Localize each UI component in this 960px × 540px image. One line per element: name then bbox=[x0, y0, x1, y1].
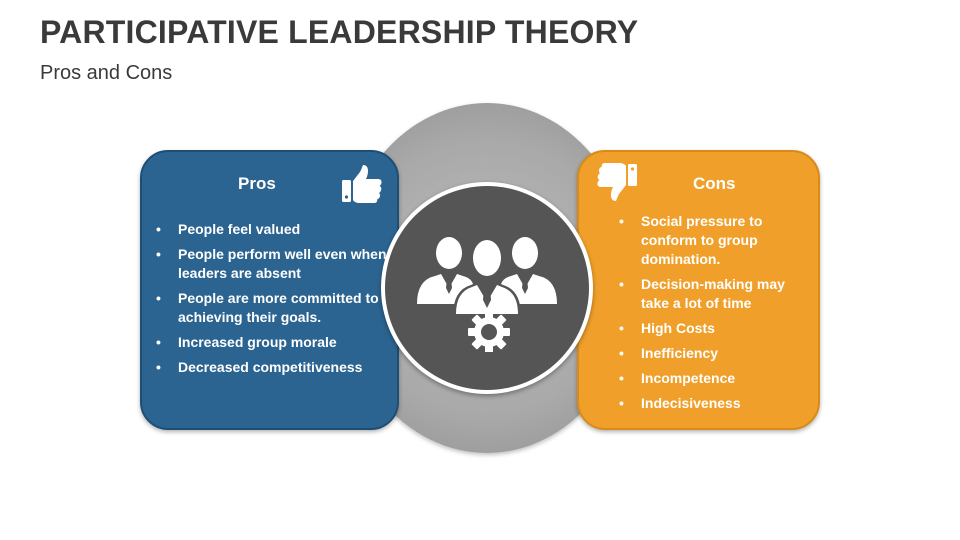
list-item: People are more committed to achieving t… bbox=[154, 289, 394, 327]
pros-list: People feel valued People perform well e… bbox=[154, 220, 394, 383]
list-item: Increased group morale bbox=[154, 333, 394, 352]
cons-panel: Cons Social pressure to conform to group… bbox=[577, 150, 820, 430]
list-item: Indecisiveness bbox=[617, 394, 813, 413]
team-gear-icon bbox=[417, 237, 557, 352]
pros-title: Pros bbox=[238, 174, 276, 193]
list-item: Inefficiency bbox=[617, 344, 813, 363]
list-item: People perform well even when leaders ar… bbox=[154, 245, 394, 283]
thumbs-up-icon bbox=[340, 164, 384, 209]
list-item: Social pressure to conform to group domi… bbox=[617, 212, 813, 269]
pros-panel: Pros People feel valued People perform w… bbox=[140, 150, 399, 430]
center-circle bbox=[381, 182, 593, 394]
center-disc bbox=[385, 186, 589, 390]
cons-title: Cons bbox=[693, 174, 736, 193]
page-title: PARTICIPATIVE LEADERSHIP THEORY bbox=[40, 14, 639, 50]
list-item: Decision-making may take a lot of time bbox=[617, 275, 813, 313]
cons-list: Social pressure to conform to group domi… bbox=[617, 212, 813, 419]
page-subtitle: Pros and Cons bbox=[40, 62, 173, 84]
list-item: Incompetence bbox=[617, 369, 813, 388]
list-item: Decreased competitiveness bbox=[154, 358, 394, 377]
thumbs-down-icon bbox=[595, 162, 639, 207]
list-item: High Costs bbox=[617, 319, 813, 338]
list-item: People feel valued bbox=[154, 220, 394, 239]
